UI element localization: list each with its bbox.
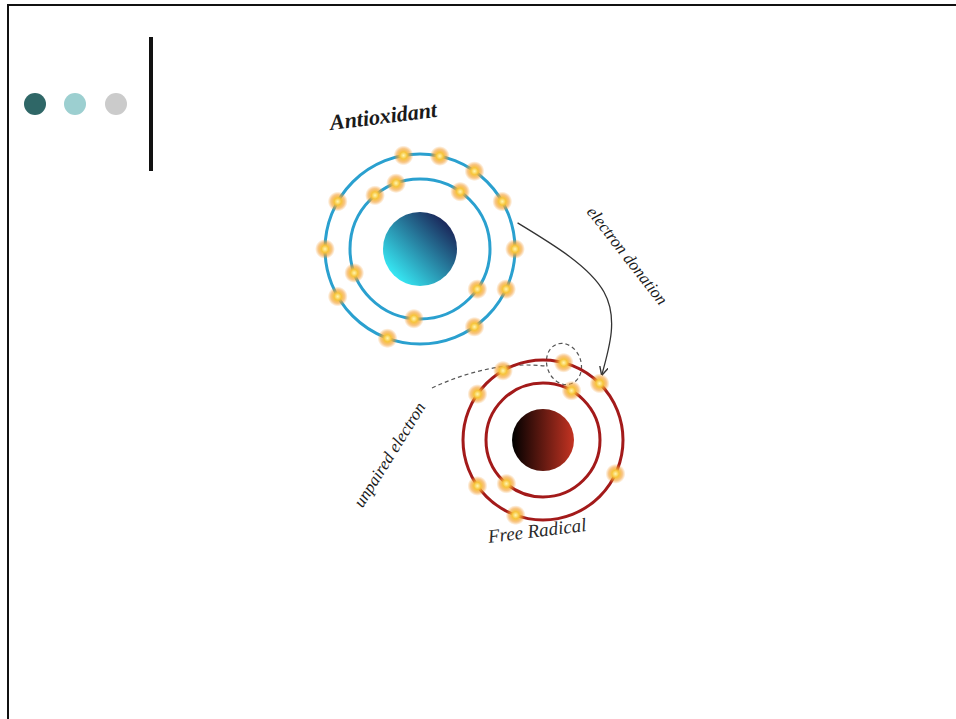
divider-bar [149,37,153,171]
electron [467,279,487,299]
atom: Free Radical [463,360,623,520]
electron [365,185,385,205]
bullet-dot [64,93,86,115]
electron [492,192,512,212]
electron [404,309,424,329]
electron [394,145,414,165]
atom-drawing [323,152,517,346]
electron [386,173,406,193]
slide-border [8,5,956,719]
orbit [325,154,515,344]
atom-caption: Free Radical [487,514,588,548]
electron [554,353,574,373]
electron [467,476,487,496]
atom-drawing [463,360,623,520]
nucleus [512,409,574,471]
orbit [486,383,600,497]
electron [590,373,610,393]
bullet-dot [105,93,127,115]
atom: Antioxidant [323,152,517,346]
electron [430,146,450,166]
nucleus [383,212,457,286]
electron [562,381,582,401]
connector-label: electron donation [581,201,673,311]
electron [328,287,348,307]
electron [606,464,626,484]
electron [315,239,335,259]
bullet-dot [24,93,46,115]
electron [464,317,484,337]
electron [505,239,525,259]
atom-heading: Antioxidant [328,97,438,136]
callout-label: unpaired electron [349,397,432,513]
electron [493,361,513,381]
electron [344,263,364,283]
electron [378,328,398,348]
electron [464,161,484,181]
connector-arrow [518,223,612,375]
electron [496,279,516,299]
electron [328,192,348,212]
orbit [463,360,623,520]
orbit [350,179,490,319]
electron [450,182,470,202]
electron [467,384,487,404]
electron [496,474,516,494]
